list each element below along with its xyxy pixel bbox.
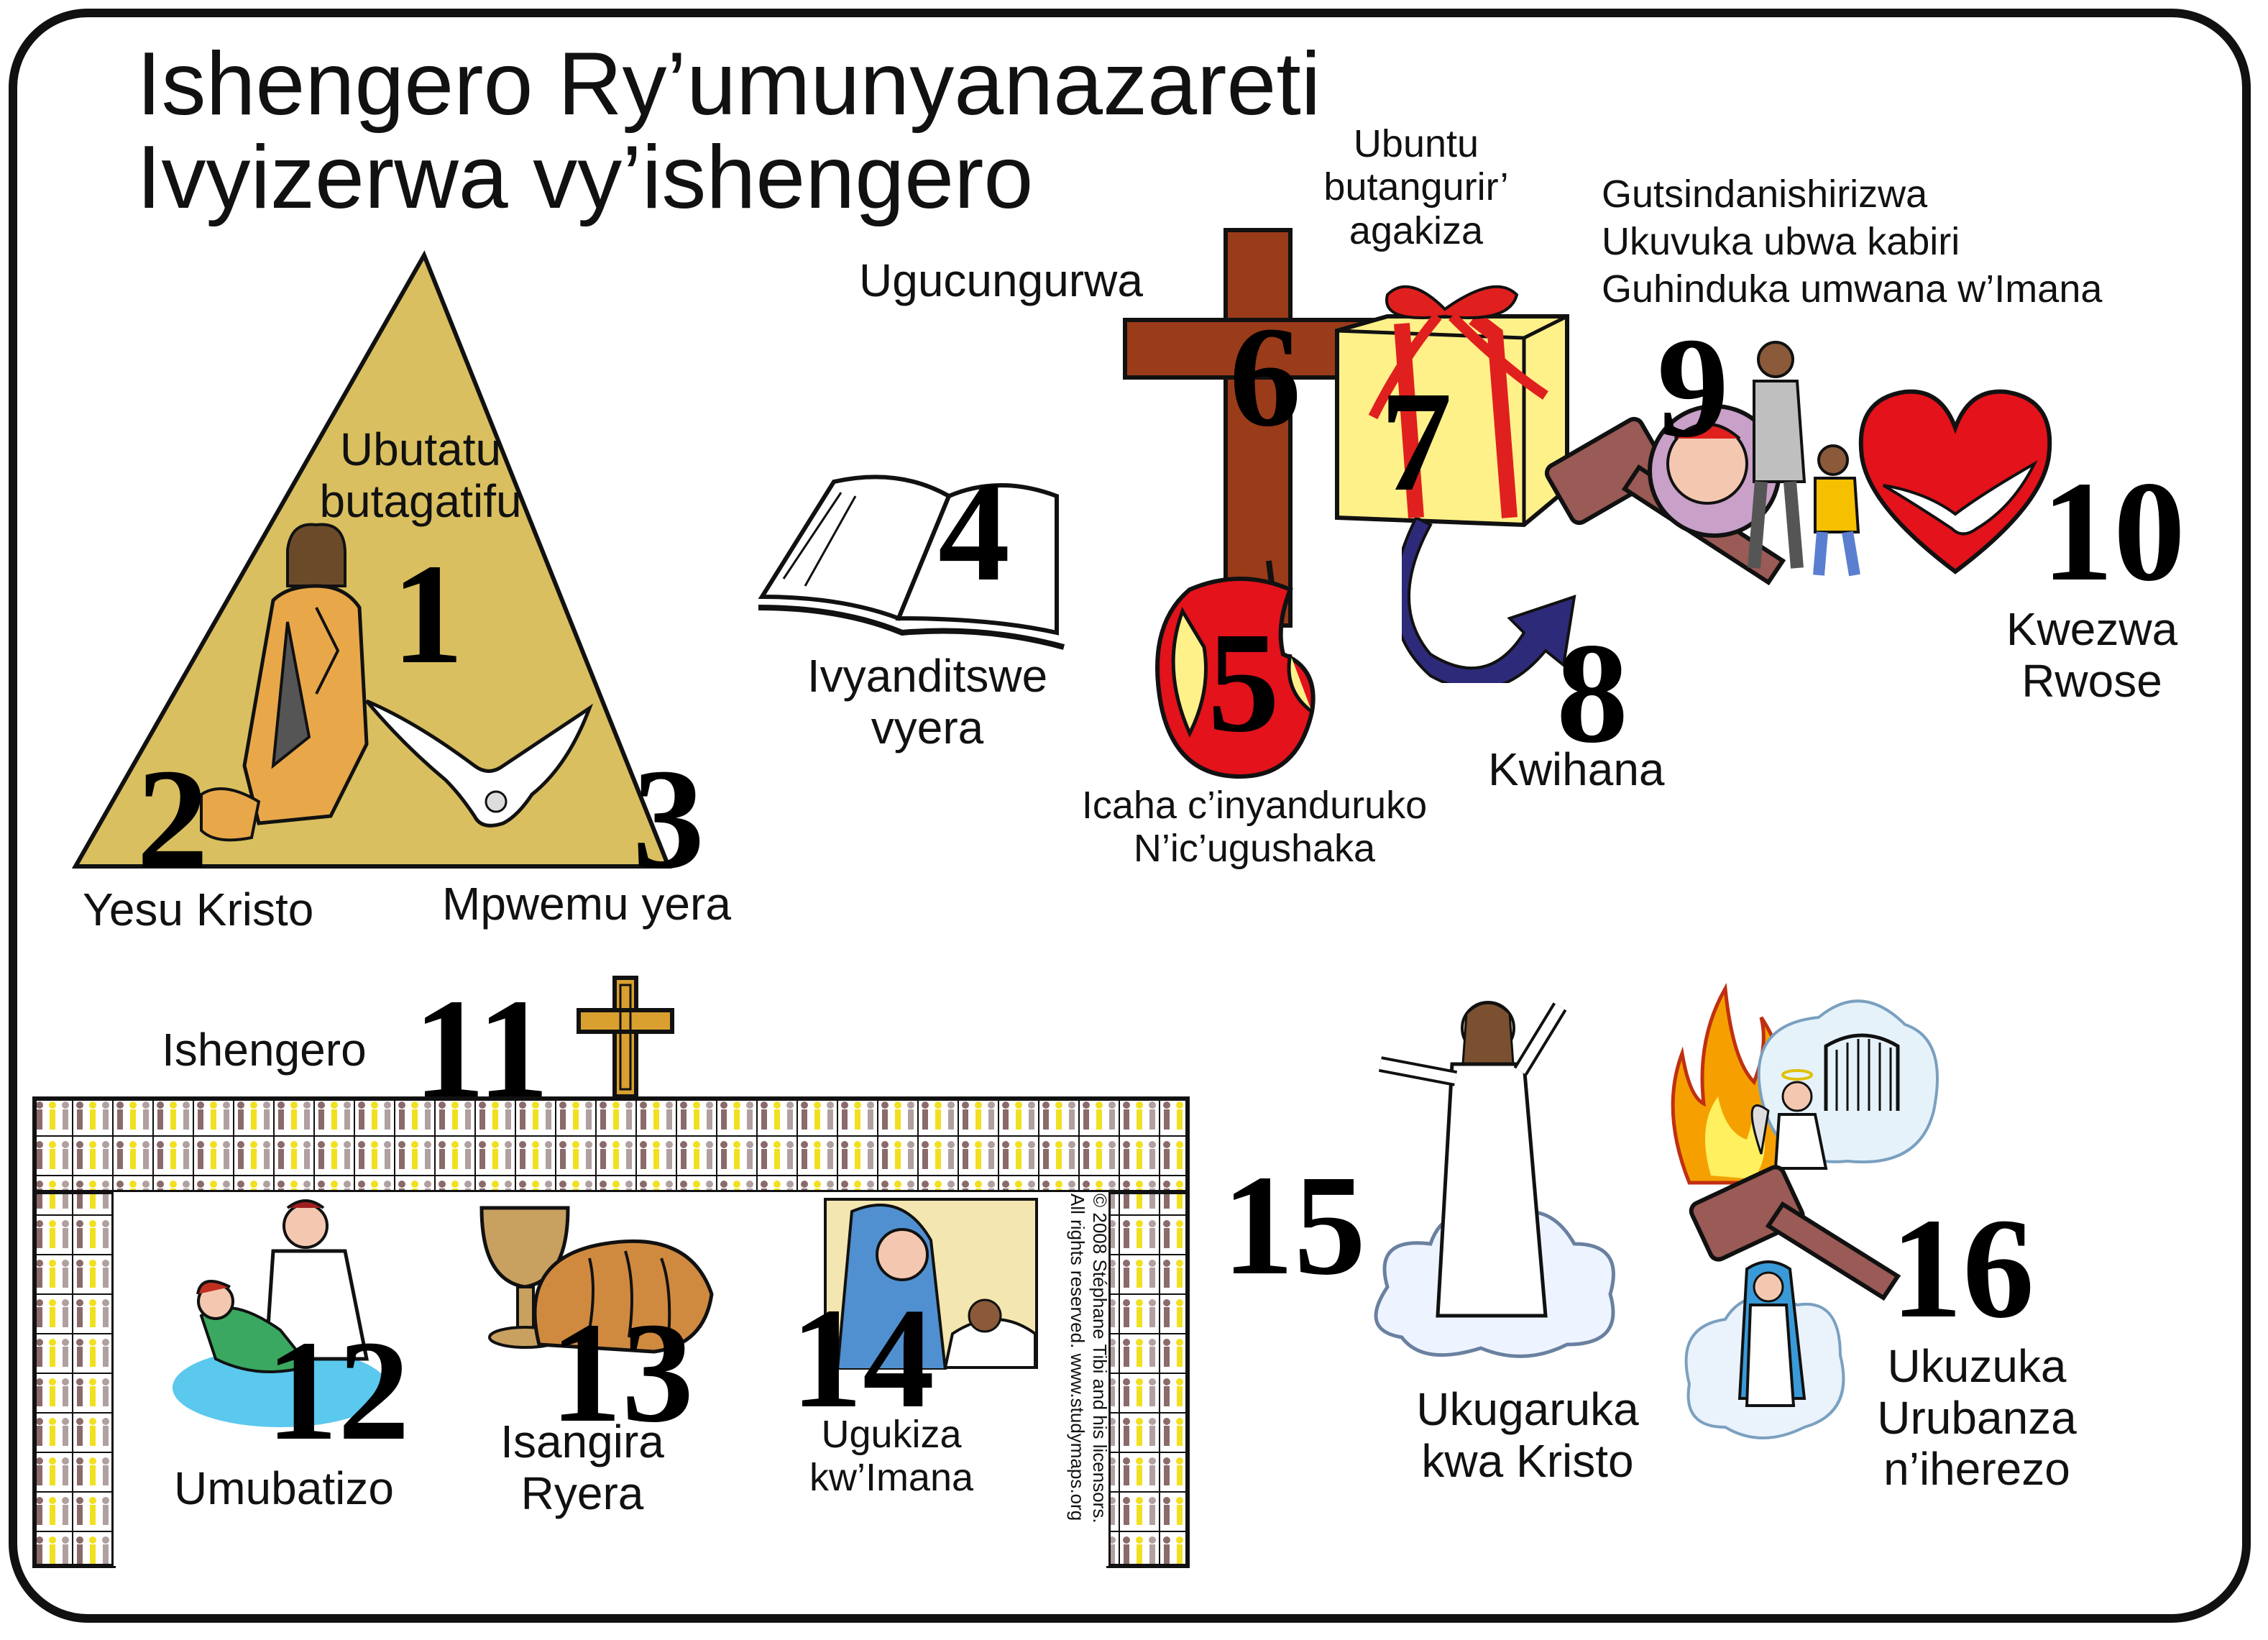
angel-icon xyxy=(1750,1069,1828,1170)
item-6-label: Ugucungurwa xyxy=(859,255,1143,306)
item-14-label-line-1: Ugukiza xyxy=(821,1413,962,1456)
item-12-label: Umubatizo xyxy=(174,1462,394,1514)
copyright-notice: © 2008 Stéphane Tibi and his licensors. … xyxy=(1066,1194,1111,1524)
trinity-triangle-illustration xyxy=(72,250,672,869)
gavel-icon xyxy=(1689,1165,1901,1301)
item-5-label: Icaha c’inyanduruko N’ic’ugushaka xyxy=(1053,784,1456,871)
item-10-label-line-2: Rwose xyxy=(2021,654,2162,707)
item-2-label: Yesu Kristo xyxy=(83,884,314,935)
turning-arrow-illustration xyxy=(1402,518,1576,683)
item-6-number: 6 xyxy=(1229,298,1301,457)
item-7-label: Ubuntu butangurir’ agakiza xyxy=(1272,122,1560,252)
item-5-label-line-2: N’ic’ugushaka xyxy=(1133,827,1376,871)
item-16-label-line-1: Ukuzuka xyxy=(1887,1340,2067,1392)
item-15-label-line-2: kwa Kristo xyxy=(1421,1434,1634,1487)
item-8-label: Kwihana xyxy=(1488,743,1665,795)
item-10-label-line-1: Kwezwa xyxy=(2006,603,2178,655)
item-16-label-line-2: Urubanza xyxy=(1877,1391,2077,1444)
item-1-label-line-2: butagatifu xyxy=(319,475,522,527)
item-10-label: Kwezwa Rwose xyxy=(1977,603,2207,707)
rising-figure-icon xyxy=(1684,1260,1845,1439)
praying-jesus-icon xyxy=(200,523,369,842)
father-and-son-icon xyxy=(1748,341,1860,577)
item-16-label-line-3: n’iherezo xyxy=(1883,1443,2070,1495)
item-7-label-line-2: butangurir’ xyxy=(1323,165,1509,209)
item-9-label-line-3: Guhinduka umwana w’Imana xyxy=(1602,267,2103,311)
item-9-number: 9 xyxy=(1657,308,1729,467)
item-9-label-line-2: Ukuvuka ubwa kabiri xyxy=(1602,219,1960,263)
final-judgment-illustration xyxy=(1671,982,1939,1439)
item-4-label-line-1: Ivyanditswe xyxy=(807,650,1048,702)
baptism-illustration xyxy=(173,1199,388,1427)
divine-healing-illustration xyxy=(824,1198,1038,1370)
item-4-label-line-2: vyera xyxy=(871,701,984,753)
church-cross-icon xyxy=(577,976,674,1099)
item-14-number: 14 xyxy=(791,1279,935,1438)
item-8-number: 8 xyxy=(1556,614,1628,773)
item-9-label: Gutsindanishirizwa Ukuvuka ubwa kabiri G… xyxy=(1602,171,2102,313)
open-bible-illustration xyxy=(758,475,1065,650)
item-7-number: 7 xyxy=(1380,362,1452,521)
copyright-line-1: © 2008 Stéphane Tibi and his licensors. xyxy=(1089,1194,1111,1524)
item-14-label: Ugukiza kw’Imana xyxy=(776,1413,1006,1500)
item-1-label: Ubutatu butagatifu xyxy=(302,423,539,527)
item-5-number: 5 xyxy=(1208,603,1280,762)
item-13-number: 13 xyxy=(550,1293,694,1452)
justification-illustration xyxy=(1544,341,1860,586)
item-1-label-line-1: Ubutatu xyxy=(339,423,502,475)
item-4-number: 4 xyxy=(938,452,1010,611)
item-4-label: Ivyanditswe vyera xyxy=(769,650,1085,753)
item-2-number: 2 xyxy=(137,740,208,899)
second-coming-illustration xyxy=(1374,1001,1615,1358)
item-3-label: Mpwemu yera xyxy=(442,878,731,930)
item-13-label-line-1: Isangira xyxy=(500,1416,664,1467)
item-9-label-line-1: Gutsindanishirizwa xyxy=(1602,173,1928,216)
bitten-apple-illustration xyxy=(1155,560,1316,779)
item-10-number: 10 xyxy=(2042,452,2185,611)
chalice-icon xyxy=(479,1206,570,1349)
item-13-label: Isangira Ryera xyxy=(474,1416,690,1519)
item-7-label-line-3: agakiza xyxy=(1349,209,1484,252)
item-16-number: 16 xyxy=(1891,1189,2034,1348)
communion-illustration xyxy=(479,1206,714,1354)
bread-loaf-icon xyxy=(533,1239,714,1354)
title-line-1: Ishengero Ry’umunyanazareti xyxy=(137,35,1321,134)
newborn-baby-icon xyxy=(1648,404,1781,538)
item-11-label: Ishengero xyxy=(162,1024,367,1076)
item-5-label-line-1: Icaha c’inyanduruko xyxy=(1081,784,1428,827)
dove-icon xyxy=(365,699,594,828)
item-1-number: 1 xyxy=(392,535,464,694)
item-14-label-line-2: kw’Imana xyxy=(809,1456,974,1500)
copyright-line-2: All rights reserved. www.studymaps.org xyxy=(1066,1194,1088,1521)
item-13-label-line-2: Ryera xyxy=(520,1467,644,1519)
item-15-label-line-1: Ukugaruka xyxy=(1416,1383,1639,1435)
item-16-label: Ukuzuka Urubanza n’iherezo xyxy=(1840,1340,2113,1495)
title-line-2: Ivyizerwa vy’ishengero xyxy=(137,128,1034,227)
item-7-label-line-1: Ubuntu xyxy=(1353,122,1479,165)
item-12-number: 12 xyxy=(266,1311,410,1470)
gift-box-illustration xyxy=(1335,285,1569,528)
item-3-number: 3 xyxy=(633,740,704,899)
item-15-number: 15 xyxy=(1222,1146,1366,1305)
item-15-label: Ukugaruka kwa Kristo xyxy=(1366,1383,1689,1487)
heart-dove-illustration xyxy=(1858,389,2052,574)
